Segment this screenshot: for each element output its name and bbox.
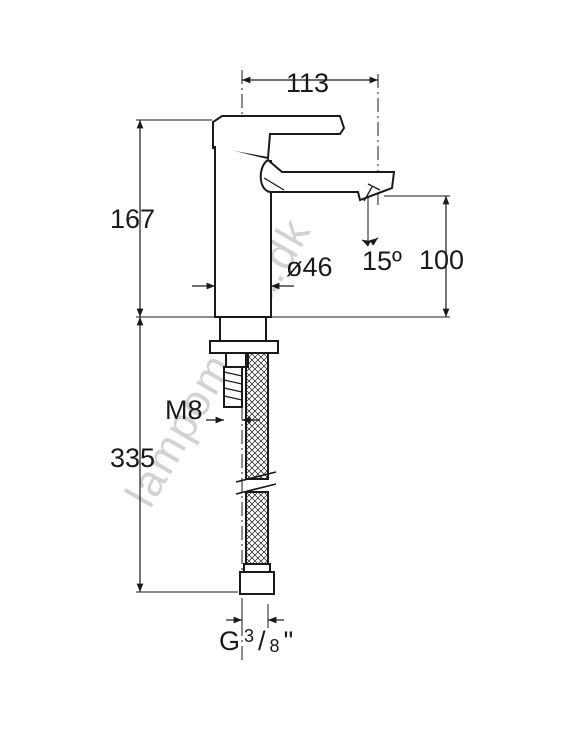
dim-label-diameter-46: ø46 <box>286 252 333 282</box>
angle-arc <box>361 237 379 247</box>
dim-label-100: 100 <box>419 245 464 275</box>
dim-label-335: 335 <box>110 443 155 473</box>
dim-label-connection: G 3 / 8 " <box>219 626 293 656</box>
dim-label-angle-15: 15º <box>362 246 402 276</box>
connection-g: G <box>219 626 240 656</box>
dim-label-m8: M8 <box>165 395 203 425</box>
connection-slash: / <box>258 626 266 656</box>
mounting-fittings <box>209 316 279 595</box>
connection-numerator: 3 <box>244 626 254 646</box>
reference-lines <box>136 119 450 628</box>
dimension-lines <box>136 76 450 624</box>
dim-label-167: 167 <box>110 204 155 234</box>
faucet-body <box>212 115 396 318</box>
connection-inch: " <box>284 626 294 656</box>
connection-denominator: 8 <box>270 636 280 656</box>
dim-label-113: 113 <box>286 68 329 98</box>
